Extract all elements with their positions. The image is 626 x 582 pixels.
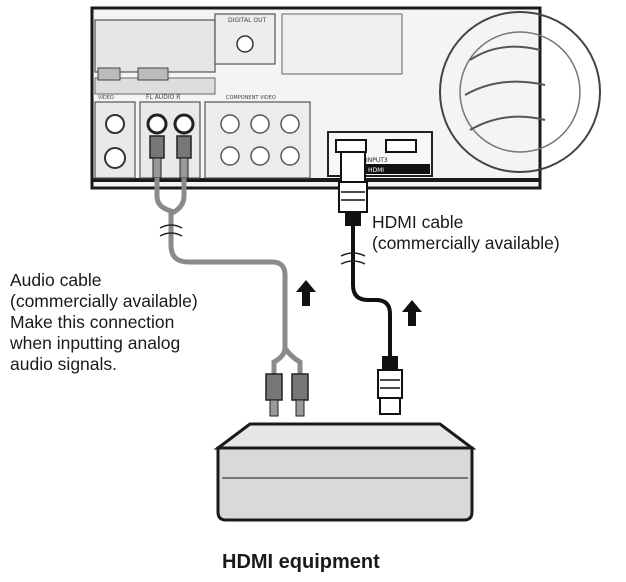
arrow-up-icon — [402, 300, 422, 326]
audio-cable-label-line2: (commercially available) — [10, 291, 198, 311]
hdmi-port — [385, 139, 417, 153]
hdmi-port-input3 — [335, 139, 367, 153]
arrow-up-icon — [296, 280, 316, 306]
fl-audio-text: FL AUDIO R — [146, 94, 180, 101]
audio-cable-label-line1: Audio cable — [10, 270, 102, 290]
audio-cable-label-line5: audio signals. — [10, 354, 118, 374]
audio-jack-right — [173, 113, 195, 135]
hdmi-cable-label-line2: (commercially available) — [372, 233, 560, 253]
audio-jack-left — [146, 113, 168, 135]
audio-cable — [149, 135, 309, 417]
hdmi-cable-label-line1: HDMI cable — [372, 212, 464, 232]
equipment-caption: HDMI equipment — [222, 551, 380, 573]
hdmi-label-bar — [360, 164, 430, 174]
component-jack — [220, 146, 240, 166]
component-jack — [220, 114, 240, 134]
digital-out-jack — [236, 35, 254, 53]
audio-cable-label-line3: Make this connection — [10, 312, 175, 332]
panel-plate — [281, 13, 403, 75]
panel-recess — [94, 19, 216, 73]
s-video-jack — [104, 147, 126, 169]
audio-cable-label-line4: when inputting analog — [10, 333, 181, 353]
component-jack — [250, 114, 270, 134]
video-text: VIDEO — [98, 95, 114, 101]
component-jack — [250, 146, 270, 166]
panel-switch — [97, 67, 121, 81]
panel-switch — [137, 67, 169, 81]
component-jack — [280, 146, 300, 166]
input3-text: INPUT3 — [366, 157, 388, 164]
fan-grille — [439, 11, 601, 173]
hdmi-equipment-device — [213, 422, 477, 522]
hdmi-cable-label: HDMI cable (commercially available) — [372, 212, 560, 254]
audio-cable-label: Audio cable (commercially available) Mak… — [10, 270, 198, 375]
hdmi-port-text: HDMI — [368, 167, 384, 174]
component-jack — [280, 114, 300, 134]
video-jack — [105, 114, 125, 134]
hdmi-cable — [338, 151, 403, 415]
component-block — [204, 101, 311, 179]
digital-out-text: DIGITAL OUT — [228, 17, 266, 24]
rear-panel: DIGITAL OUT FL AUDIO R VIDEO COMPONENT V… — [90, 6, 601, 190]
component-text: COMPONENT VIDEO — [226, 95, 276, 101]
